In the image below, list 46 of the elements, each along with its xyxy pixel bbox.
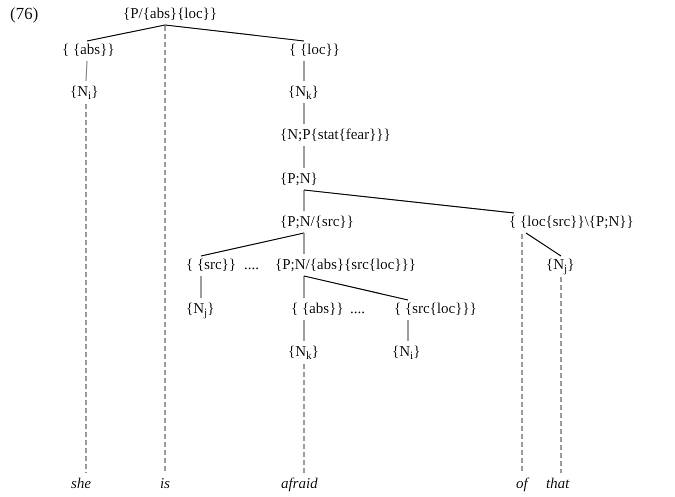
- category-label: {P;N/{abs}{src{loc}}}: [275, 256, 416, 274]
- ellipsis: ....: [350, 300, 365, 318]
- tree-branch: [304, 275, 408, 301]
- category-label: {N$_{k}$}: [288, 83, 319, 101]
- tree-branch: [200, 276, 202, 298]
- dashed-line: [303, 364, 305, 473]
- category-label: {P;N}: [280, 170, 318, 188]
- word: she: [71, 475, 91, 493]
- word: afraid: [281, 475, 318, 493]
- category-label: {N$_{j}$}: [546, 256, 574, 274]
- category-label: {N$_{i}$}: [70, 83, 98, 101]
- dashed-line: [521, 234, 523, 473]
- word: that: [546, 475, 570, 493]
- ellipsis: ....: [244, 256, 259, 274]
- dashed-line: [560, 277, 562, 473]
- dashed-line: [85, 104, 87, 473]
- tree-branch: [85, 60, 88, 82]
- tree-branch: [86, 24, 166, 42]
- category-label: {N;P{stat{fear}}}: [280, 126, 391, 144]
- category-label: {N$_{j}$}: [186, 300, 214, 318]
- tree-branch: [303, 320, 305, 341]
- tree-branch: [303, 233, 305, 254]
- dashed-line: [164, 26, 166, 473]
- category-label: {N$_{i}$}: [392, 343, 420, 361]
- tree-branch: [164, 24, 304, 42]
- tree-branch: [303, 276, 305, 298]
- category-label: { {src{loc}}}: [394, 300, 477, 318]
- category-label: { {abs}}: [291, 300, 344, 318]
- tree-branch: [407, 320, 409, 341]
- tree-branch: [303, 61, 305, 81]
- word: is: [160, 475, 170, 493]
- category-label: { {src}}: [186, 256, 236, 274]
- tree-branch: [303, 146, 305, 168]
- tree-branch: [526, 232, 562, 256]
- tree-branch: [303, 103, 305, 124]
- category-label: { {loc}}: [289, 41, 340, 59]
- tree-branch: [303, 190, 305, 211]
- category-label: { {loc{src}}\{P;N}}: [509, 213, 634, 231]
- category-label: {P;N/{src}}: [280, 213, 354, 231]
- category-label: {N$_{k}$}: [288, 343, 319, 361]
- category-label: { {abs}}: [62, 41, 115, 59]
- category-label: {P/{abs}{loc}}: [123, 5, 218, 23]
- tree-branch: [304, 189, 514, 214]
- word: of: [516, 475, 528, 493]
- example-number: (76): [10, 5, 38, 23]
- tree-branch: [200, 232, 304, 257]
